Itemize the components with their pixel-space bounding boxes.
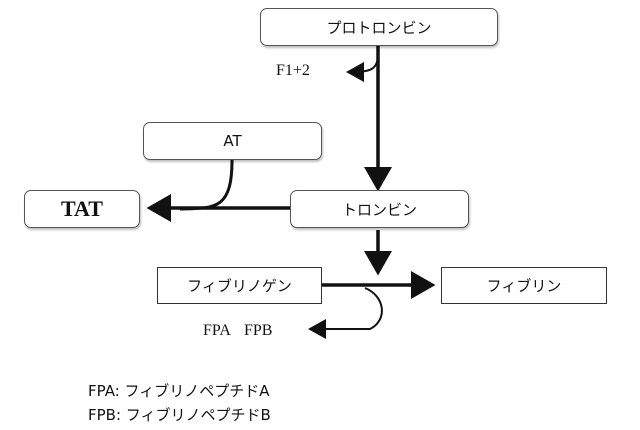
prothrombin-node: プロトロンビン: [260, 8, 498, 46]
at-node: AT: [143, 122, 322, 160]
fibrinogen-node: フィブリノゲン: [157, 267, 322, 304]
fibrin-label: フィブリン: [486, 277, 562, 295]
thrombin-node: トロンビン: [290, 190, 469, 228]
arrow-to-fpa-fpb: [308, 287, 383, 339]
arrow-at-to-tat: [179, 159, 234, 211]
thrombin-label: トロンビン: [341, 200, 417, 219]
legend-fpa: FPA: フィブリノペプチドA: [88, 382, 270, 400]
prothrombin-label: プロトロンビン: [326, 18, 432, 37]
fibrin-node: フィブリン: [441, 267, 607, 304]
arrow-to-f12: [346, 51, 379, 82]
fibrinogen-label: フィブリノゲン: [187, 277, 292, 295]
legend-fpb: FPB: フィブリノペプチドB: [88, 406, 271, 424]
at-label: AT: [223, 132, 242, 150]
fpa-fpb-label: FPA FPB: [203, 322, 273, 339]
f12-label: F1+2: [276, 62, 310, 79]
tat-node: TAT: [24, 190, 140, 228]
tat-label: TAT: [61, 196, 103, 221]
